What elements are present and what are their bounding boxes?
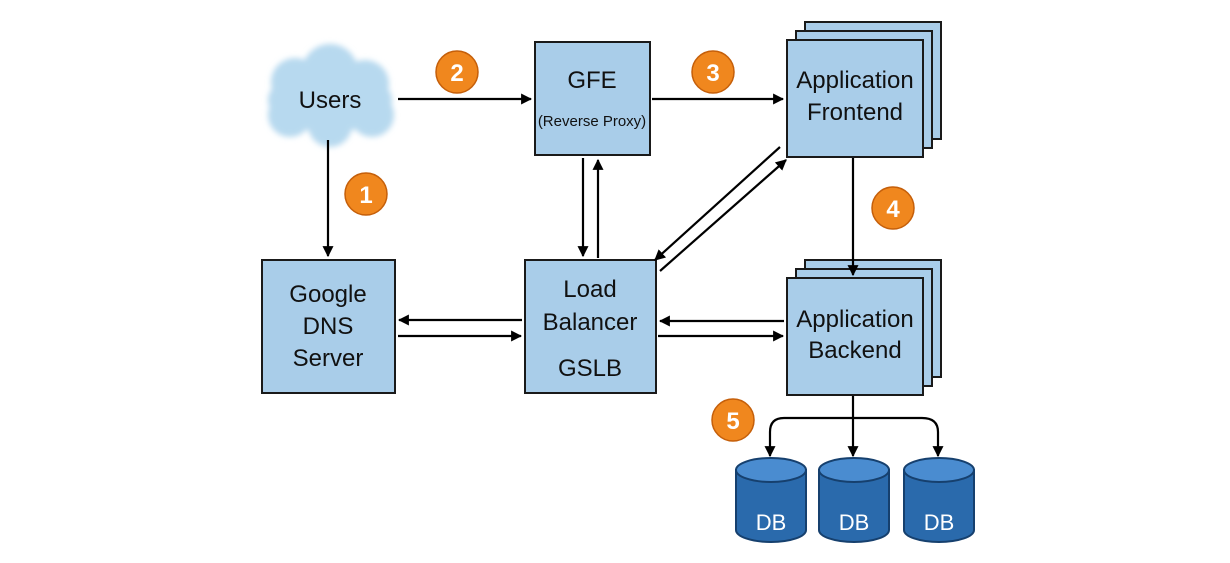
step-number-1: 1 bbox=[359, 182, 372, 209]
step-badge-4: 4 bbox=[871, 186, 915, 230]
db-cylinder-3: DB bbox=[903, 457, 975, 543]
arrow-backend-db-left bbox=[764, 416, 853, 458]
step-number-4: 4 bbox=[886, 196, 900, 223]
app-backend-stack: Application Backend bbox=[786, 259, 942, 396]
app-frontend-line1: Application bbox=[796, 67, 913, 94]
app-backend-line2: Backend bbox=[808, 337, 901, 364]
step-badge-1: 1 bbox=[344, 172, 388, 216]
db-label-3: DB bbox=[924, 510, 955, 535]
arrow-frontend-lb bbox=[654, 146, 781, 261]
users-label: Users bbox=[299, 87, 362, 114]
step-badge-5: 5 bbox=[711, 398, 755, 442]
db-label-1: DB bbox=[756, 510, 787, 535]
lb-line1: Load bbox=[563, 276, 616, 303]
app-backend-line1: Application bbox=[796, 306, 913, 333]
arrow-lb-frontend bbox=[659, 159, 787, 272]
connectors bbox=[322, 93, 944, 458]
gfe-box: GFE (Reverse Proxy) bbox=[534, 41, 651, 156]
users-cloud: Users bbox=[268, 44, 394, 147]
step-number-3: 3 bbox=[706, 60, 719, 87]
dns-line3: Server bbox=[293, 345, 364, 372]
gfe-title: GFE bbox=[567, 67, 616, 94]
dns-line2: DNS bbox=[303, 313, 354, 340]
google-dns-box: Google DNS Server bbox=[261, 259, 396, 394]
dns-line1: Google bbox=[289, 281, 366, 308]
lb-line3: GSLB bbox=[558, 355, 622, 382]
step-badge-3: 3 bbox=[691, 50, 735, 94]
step-badge-2: 2 bbox=[435, 50, 479, 94]
gfe-subtitle: (Reverse Proxy) bbox=[538, 113, 646, 130]
db-cylinder-1: DB bbox=[735, 457, 807, 543]
arrow-backend-db-right bbox=[853, 416, 944, 458]
db-label-2: DB bbox=[839, 510, 870, 535]
app-frontend-line2: Frontend bbox=[807, 99, 903, 126]
step-number-2: 2 bbox=[450, 60, 463, 87]
load-balancer-box: Load Balancer GSLB bbox=[524, 259, 657, 394]
lb-line2: Balancer bbox=[543, 309, 638, 336]
step-number-5: 5 bbox=[726, 408, 739, 435]
db-cylinder-2: DB bbox=[818, 457, 890, 543]
app-frontend-stack: Application Frontend bbox=[786, 21, 942, 158]
